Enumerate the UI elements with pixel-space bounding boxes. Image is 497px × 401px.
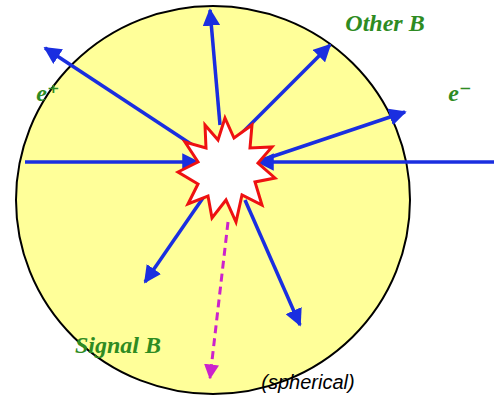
track	[210, 10, 220, 125]
electron-beam	[258, 160, 494, 164]
positron-beam	[25, 160, 198, 164]
track	[145, 195, 205, 282]
detector-sphere	[16, 6, 410, 394]
track	[240, 45, 330, 135]
track	[45, 48, 200, 150]
beam-label: e⁻	[440, 78, 480, 108]
track	[262, 112, 405, 160]
particle-tracks	[25, 10, 494, 325]
signal-b-track	[210, 222, 228, 378]
track	[245, 200, 300, 325]
collision-burst	[178, 118, 275, 222]
particle-label: Other B	[340, 8, 430, 38]
particle-label: Signal B	[58, 330, 178, 360]
beam-label: e⁺	[28, 78, 68, 108]
shape-note: (spherical)	[238, 370, 378, 394]
